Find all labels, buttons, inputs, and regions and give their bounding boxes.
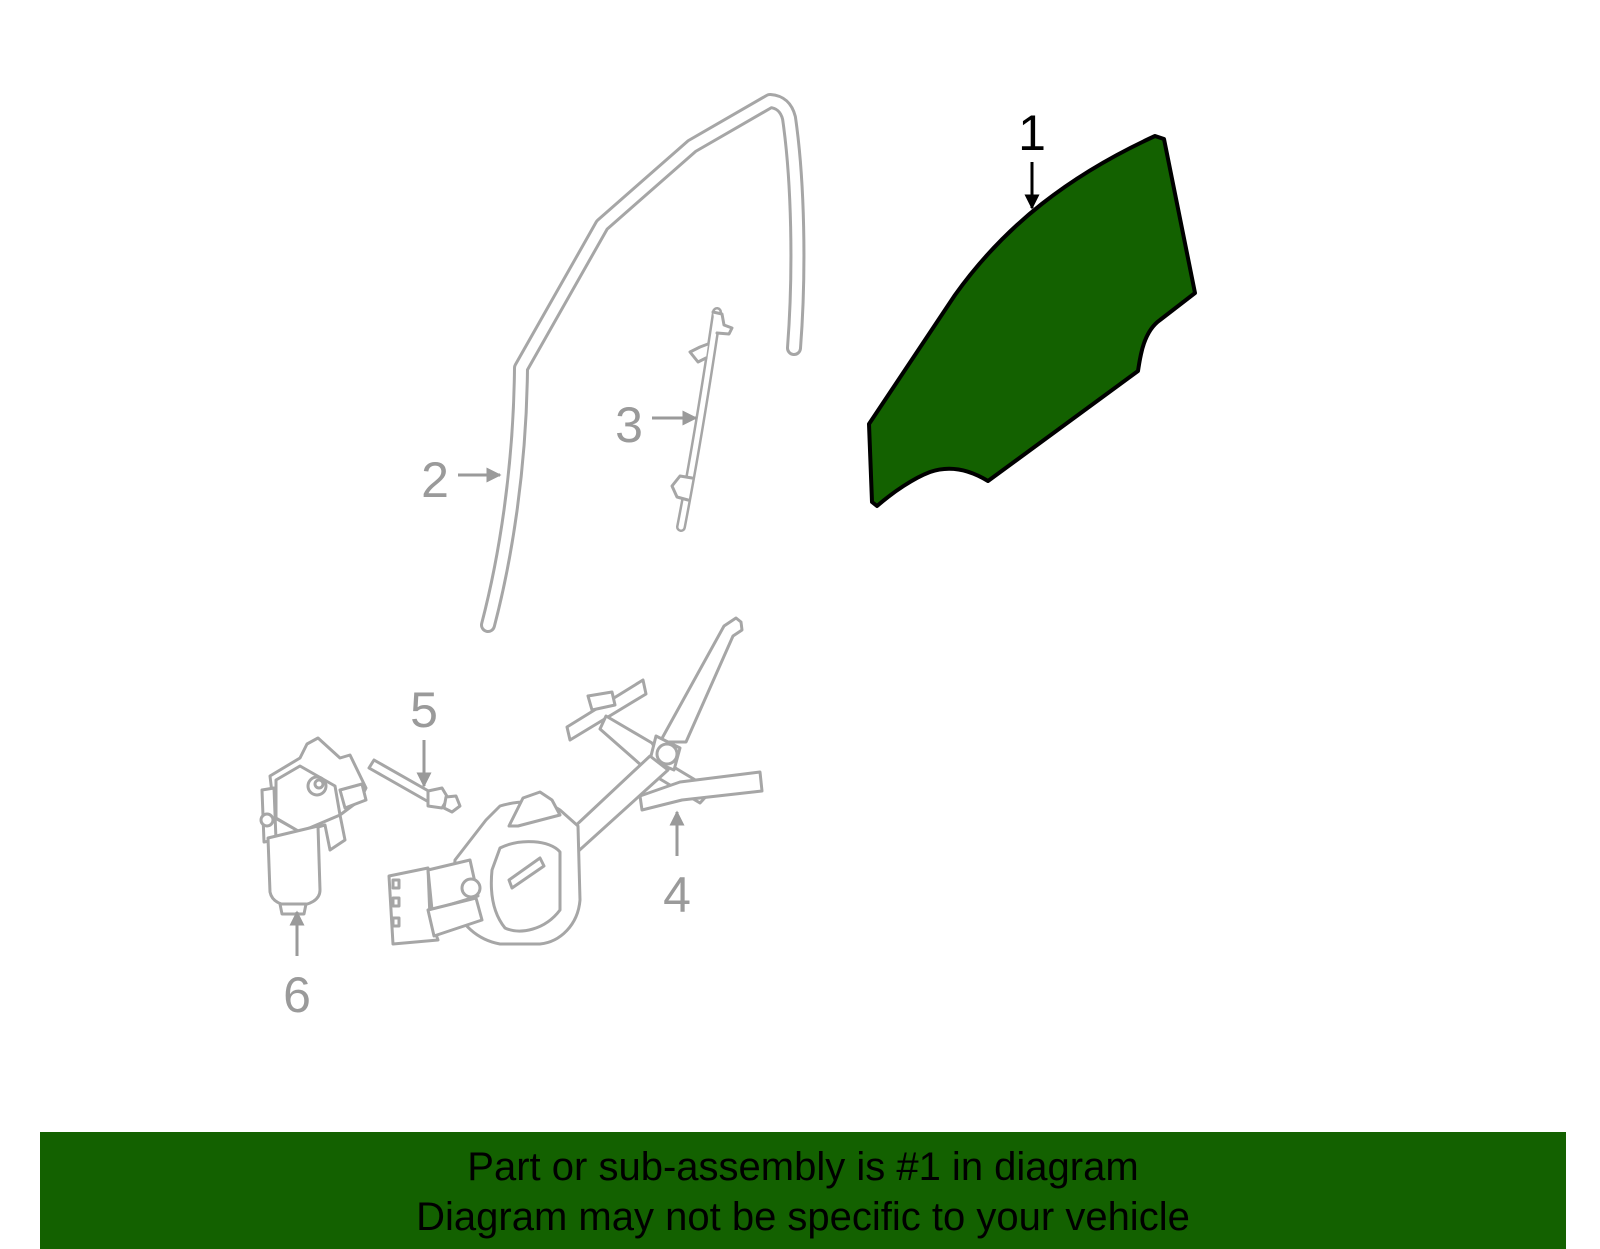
banner-line-2: Diagram may not be specific to your vehi… [416,1195,1190,1239]
window-regulator-part[interactable] [387,616,764,946]
callout-4: 4 [663,810,691,923]
regulator-motor-part[interactable] [259,736,368,916]
callout-5: 5 [410,682,438,788]
callout-label-2: 2 [421,452,449,508]
door-glass-part[interactable] [867,134,1197,508]
callout-label-1: 1 [1018,105,1046,161]
callout-label-6: 6 [283,967,311,1023]
info-banner: Part or sub-assembly is #1 in diagram Di… [40,1132,1566,1249]
regulator-bolt-part[interactable] [367,758,462,814]
callout-label-4: 4 [663,867,691,923]
callout-label-3: 3 [615,397,643,453]
callout-6: 6 [283,910,311,1023]
banner-line-1: Part or sub-assembly is #1 in diagram [467,1145,1139,1189]
guide-channel-part[interactable] [670,307,734,532]
callout-1: 1 [1018,105,1046,210]
run-channel-part[interactable] [480,93,806,633]
callout-2: 2 [421,452,502,508]
callout-label-5: 5 [410,682,438,738]
callout-3: 3 [615,397,698,453]
